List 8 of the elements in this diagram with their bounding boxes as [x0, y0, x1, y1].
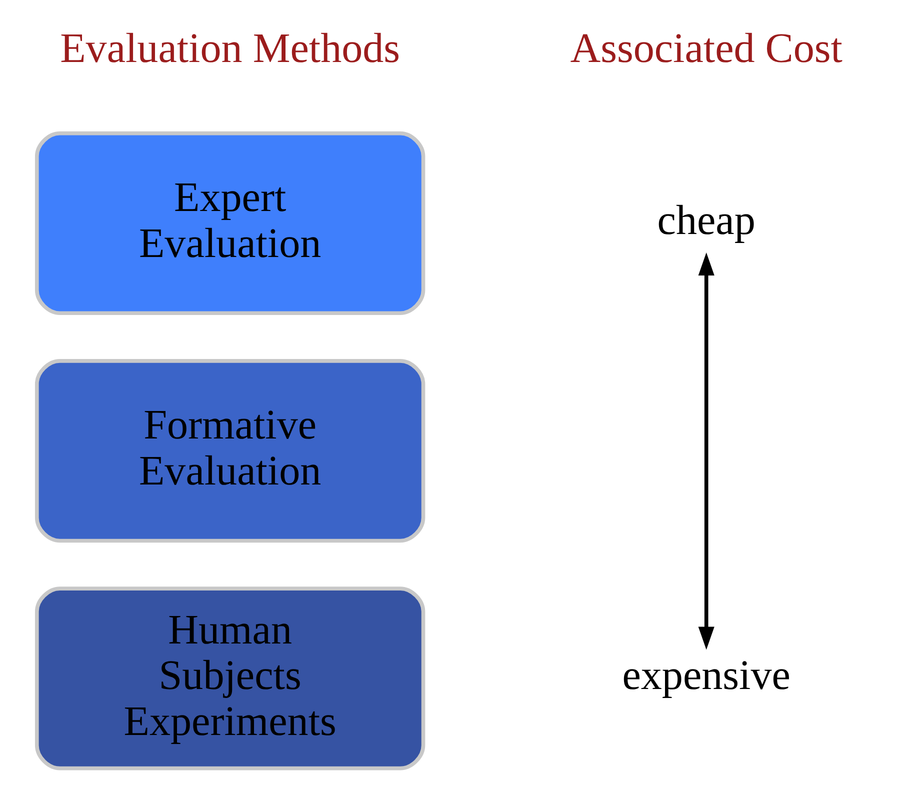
label: Associated Cost: [570, 26, 842, 72]
node-text: cheap: [657, 198, 756, 244]
label: Evaluation Methods: [60, 26, 400, 72]
node-box: Formative Evaluation: [34, 359, 426, 543]
node-text: expensive: [622, 653, 790, 700]
arrow: [698, 252, 714, 650]
node-box: Expert Evaluation: [34, 131, 426, 316]
node-box: Human Subjects Experiments: [34, 586, 426, 770]
